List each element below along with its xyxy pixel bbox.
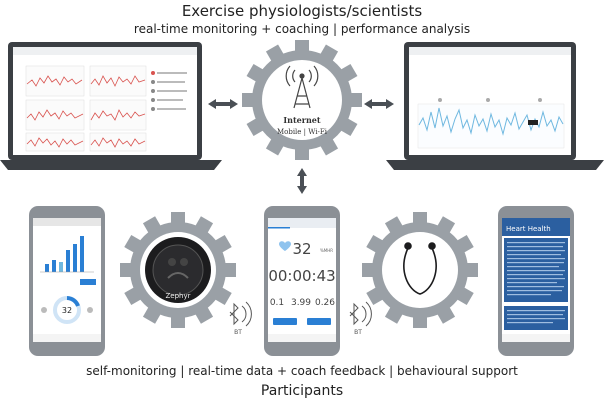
top-subtitle: real-time monitoring + coaching | perfor… [133,22,471,36]
bottom-title: Participants [260,383,344,399]
center-phone-unit: %MHR [320,248,333,253]
top-title: Exercise physiologists/scientists [181,2,423,20]
center-phone-timer: 00:00:43 [268,267,335,285]
monitoring-charts [25,65,147,152]
internet-label: Internet [283,115,320,125]
performance-chart [417,98,565,149]
center-phone: 32 %MHR 00:00:43 0.1 3.99 0.26 [264,206,340,356]
center-phone-big-number: 32 [292,240,311,258]
center-phone-right-button[interactable] [307,318,331,325]
bluetooth-label-left: BT [234,329,242,336]
earphones-gear [362,212,478,328]
center-phone-left-button[interactable] [273,318,297,325]
heart-icon [279,241,291,251]
bluetooth-icon-right [349,301,372,327]
center-phone-stat-3: 0.26 [315,298,335,308]
left-phone-gauge-value: 32 [62,306,72,315]
arrow-left-bidirectional-icon [208,99,238,109]
arrow-vertical-bidirectional-icon [297,168,307,194]
arrow-right-bidirectional-icon [364,99,394,109]
chest-strap-brand: Zephyr [165,292,190,300]
internet-gear [242,40,362,160]
bluetooth-icon-left [229,301,252,327]
internet-sublabel: Mobile | Wi-Fi [277,128,328,136]
bottom-caption: self-monitoring | real-time data + coach… [86,364,518,378]
participant-list [151,71,187,111]
earphones-icon [403,242,437,295]
left-phone: 32 [29,206,105,356]
left-laptop [0,42,222,170]
antenna-tower-icon [285,65,319,109]
chest-strap-gear [120,212,236,328]
center-phone-stat-2: 3.99 [291,298,311,308]
center-phone-stat-1: 0.1 [270,298,284,308]
bar-chart [40,236,94,273]
right-phone: Heart Health [498,206,574,356]
right-laptop [386,42,604,170]
bluetooth-label-right: BT [354,329,362,336]
right-phone-heading: Heart Health [506,225,551,233]
